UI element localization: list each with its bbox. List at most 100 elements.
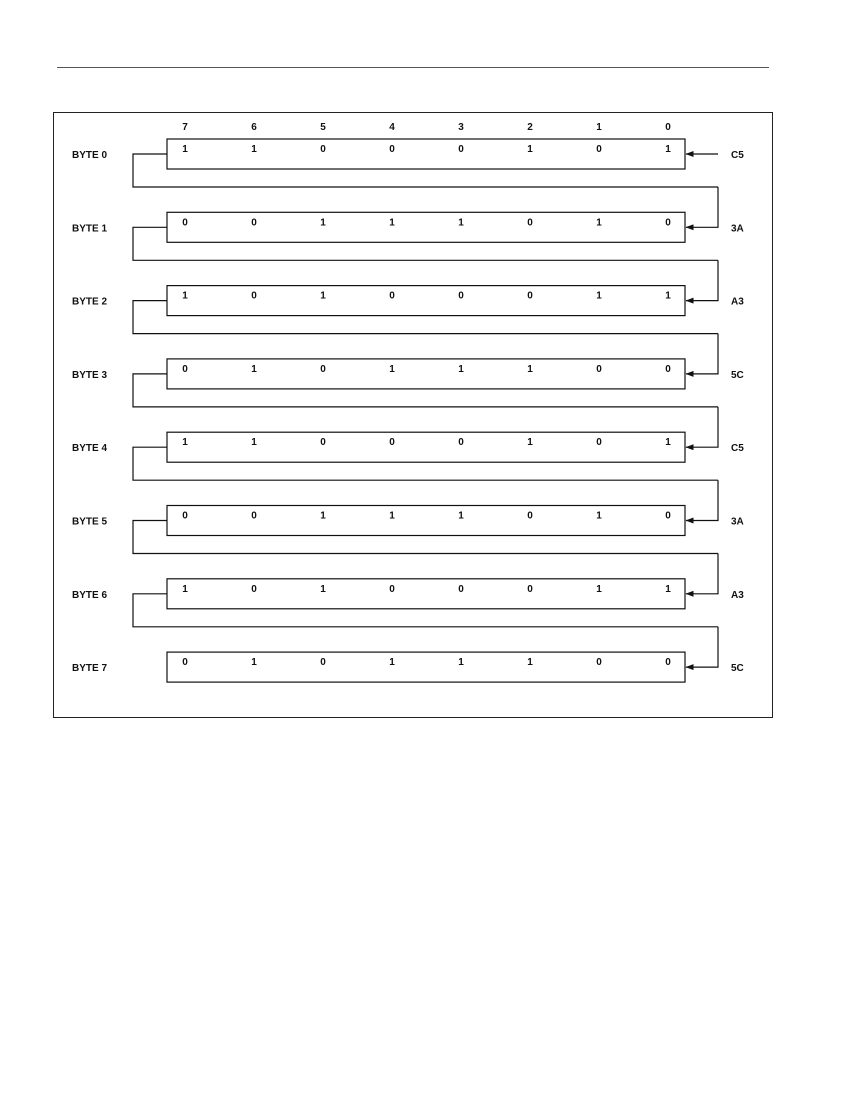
hex-value: 5C xyxy=(731,370,744,381)
bit-value: 1 xyxy=(251,364,257,375)
bit-value: 0 xyxy=(596,144,602,155)
bit-value: 1 xyxy=(320,217,326,228)
hex-value: 5C xyxy=(731,663,744,674)
bit-position-label: 0 xyxy=(665,122,671,133)
bit-value: 1 xyxy=(320,291,326,302)
bit-value: 0 xyxy=(665,511,671,522)
hex-value: 3A xyxy=(731,223,744,234)
bit-value: 0 xyxy=(596,657,602,668)
bit-value: 1 xyxy=(596,511,602,522)
byte-register-box xyxy=(166,431,686,463)
bit-value: 0 xyxy=(458,144,464,155)
byte-label: BYTE 0 xyxy=(72,150,107,161)
shift-arrow xyxy=(685,626,719,671)
byte-label: BYTE 3 xyxy=(72,370,107,381)
bit-value: 0 xyxy=(320,657,326,668)
byte-row: BYTE 4 1 1 0 0 0 1 0 1C5 xyxy=(72,431,744,463)
bit-value: 1 xyxy=(251,144,257,155)
bit-value: 0 xyxy=(596,364,602,375)
bit-position-label: 7 xyxy=(182,122,188,133)
bit-value: 0 xyxy=(527,511,533,522)
bit-position-label: 4 xyxy=(389,122,395,133)
bit-value: 1 xyxy=(182,584,188,595)
byte-register-box xyxy=(166,285,686,317)
bit-position-label: 2 xyxy=(527,122,533,133)
bit-value: 0 xyxy=(182,657,188,668)
bit-value: 1 xyxy=(527,364,533,375)
bit-value: 0 xyxy=(251,291,257,302)
byte-label: BYTE 7 xyxy=(72,663,107,674)
carry-line xyxy=(132,226,718,261)
hex-value: C5 xyxy=(731,443,744,454)
bit-value: 1 xyxy=(389,364,395,375)
bit-value: 1 xyxy=(596,584,602,595)
byte-label: BYTE 4 xyxy=(72,443,107,454)
bit-value: 1 xyxy=(527,657,533,668)
byte-label: BYTE 1 xyxy=(72,223,107,234)
page-header-rule xyxy=(57,67,769,68)
bit-value: 0 xyxy=(320,364,326,375)
bit-value: 0 xyxy=(251,217,257,228)
bit-value: 1 xyxy=(665,144,671,155)
bit-value: 0 xyxy=(665,657,671,668)
bit-value: 1 xyxy=(665,437,671,448)
bit-value: 0 xyxy=(527,217,533,228)
bit-value: 1 xyxy=(389,217,395,228)
bit-value: 1 xyxy=(320,511,326,522)
figure-frame xyxy=(53,112,773,718)
byte-register-box xyxy=(166,358,686,390)
carry-line xyxy=(132,593,718,628)
bit-value: 0 xyxy=(665,364,671,375)
bit-value: 0 xyxy=(527,291,533,302)
bit-position-label: 3 xyxy=(458,122,464,133)
shift-arrow xyxy=(685,260,719,304)
shift-arrow xyxy=(685,406,719,451)
bit-value: 1 xyxy=(182,144,188,155)
shift-arrow xyxy=(685,187,719,231)
bit-value: 1 xyxy=(458,511,464,522)
shift-arrow xyxy=(685,480,719,524)
bit-value: 0 xyxy=(389,144,395,155)
carry-line xyxy=(132,153,718,188)
bit-value: 1 xyxy=(458,364,464,375)
byte-register-box xyxy=(166,651,686,683)
bit-value: 1 xyxy=(182,437,188,448)
bit-value: 0 xyxy=(251,511,257,522)
bit-value: 1 xyxy=(389,657,395,668)
carry-line xyxy=(132,446,718,481)
byte-label: BYTE 6 xyxy=(72,590,107,601)
bit-value: 0 xyxy=(458,291,464,302)
byte-register-box xyxy=(166,138,686,170)
bit-value: 1 xyxy=(320,584,326,595)
bit-value: 0 xyxy=(458,584,464,595)
bit-value: 0 xyxy=(596,437,602,448)
hex-value: A3 xyxy=(731,297,744,308)
bit-position-label: 6 xyxy=(251,122,257,133)
bit-value: 1 xyxy=(251,437,257,448)
bit-value: 0 xyxy=(389,437,395,448)
bit-value: 0 xyxy=(389,584,395,595)
bit-value: 1 xyxy=(182,291,188,302)
bit-value: 0 xyxy=(458,437,464,448)
carry-line xyxy=(132,519,718,555)
carry-line xyxy=(132,300,718,335)
byte-register-box xyxy=(166,504,686,537)
shift-arrow xyxy=(685,333,719,377)
byte-label: BYTE 2 xyxy=(72,297,107,308)
bit-value: 0 xyxy=(527,584,533,595)
byte-label: BYTE 5 xyxy=(72,517,107,528)
bit-value: 0 xyxy=(320,144,326,155)
carry-line xyxy=(132,373,718,408)
bit-value: 1 xyxy=(527,437,533,448)
byte-register-box xyxy=(166,211,686,243)
bit-value: 0 xyxy=(320,437,326,448)
bit-value: 1 xyxy=(251,657,257,668)
